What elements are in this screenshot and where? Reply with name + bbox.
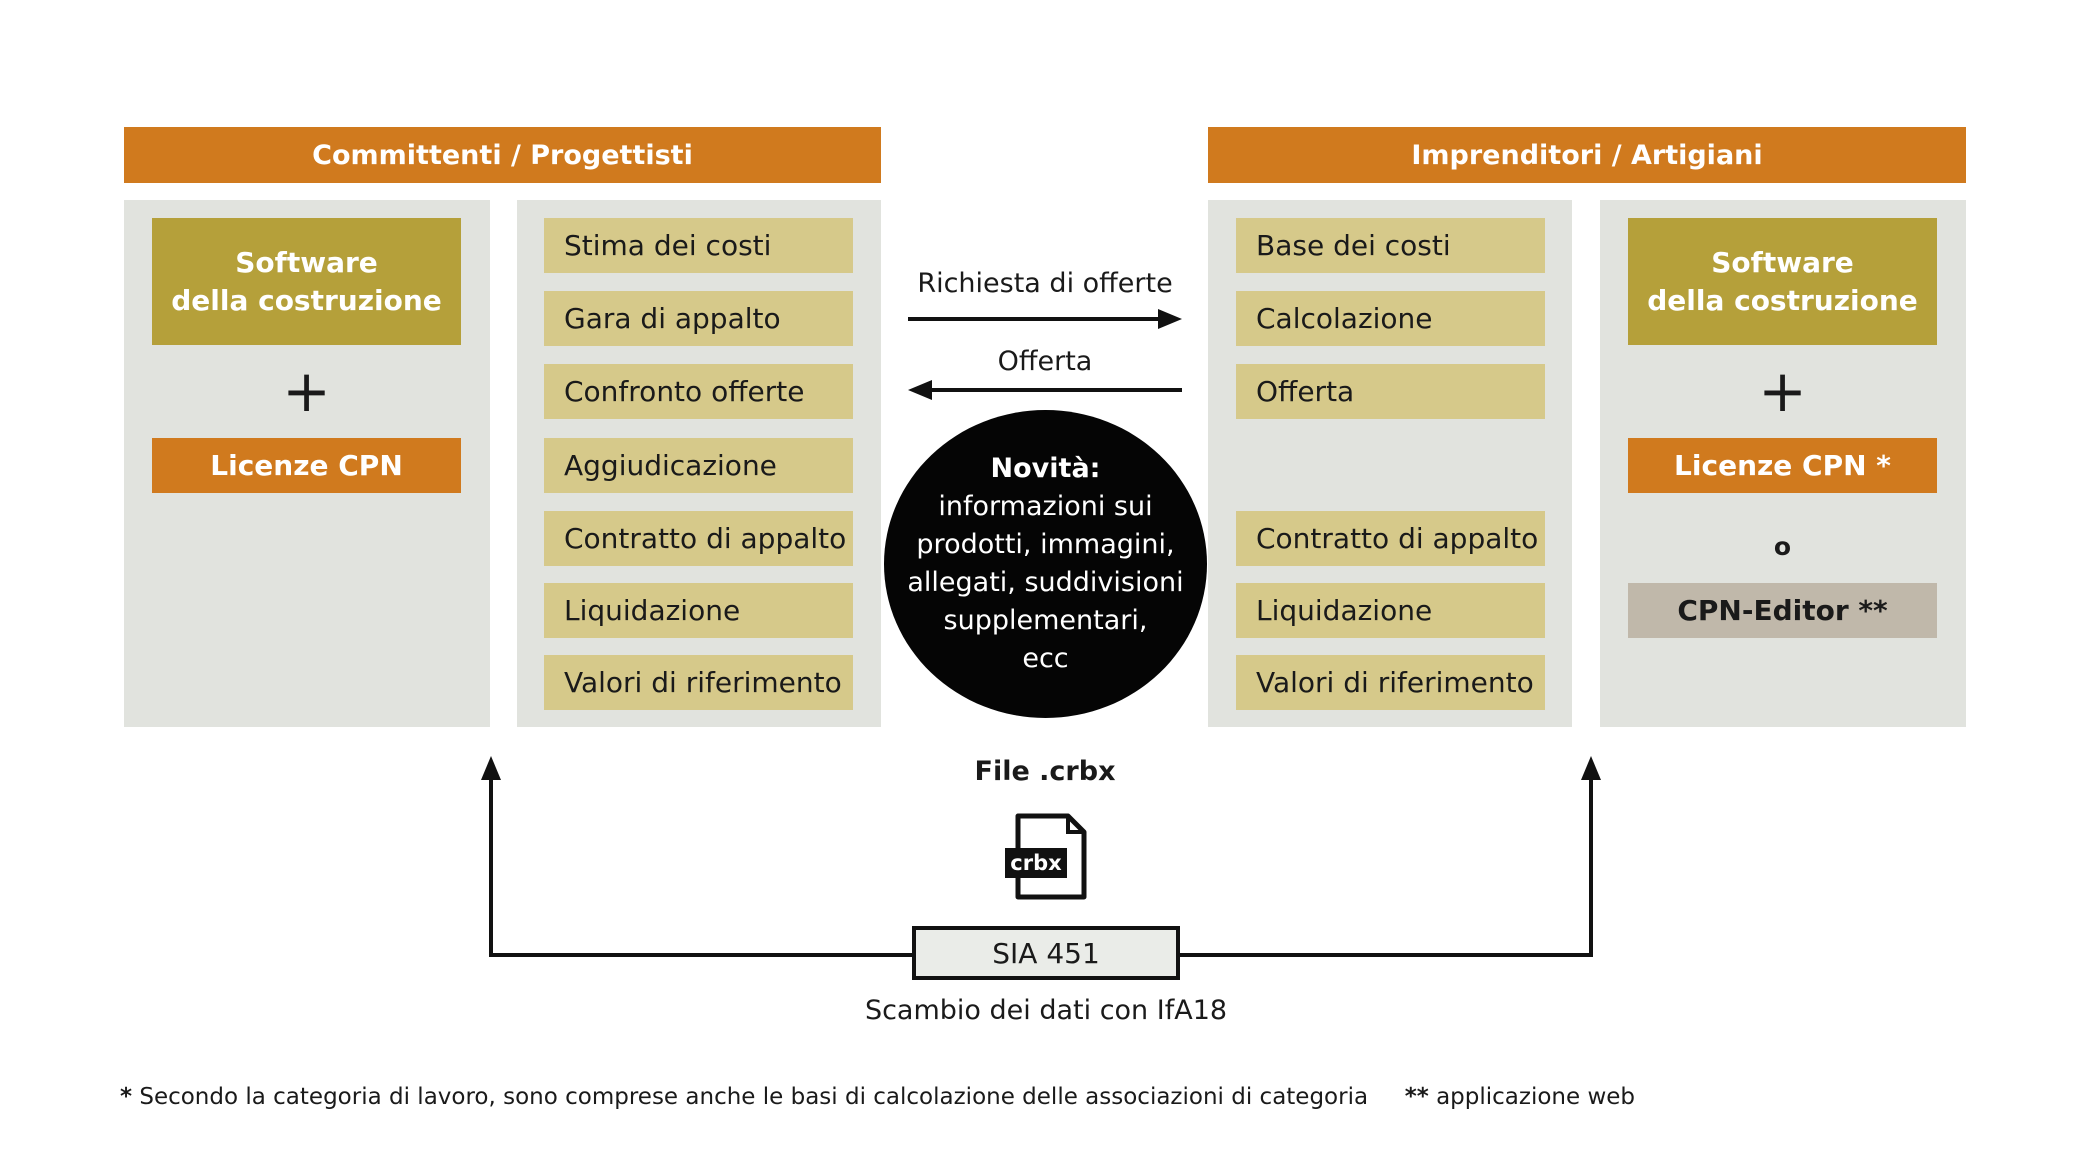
right-item-label: Calcolazione [1256, 302, 1433, 335]
exchange-label: Scambio dei dati con IfA18 [864, 995, 1228, 1026]
cpn-editor-text: CPN-Editor ** [1677, 594, 1888, 627]
file-label: File .crbx [974, 756, 1116, 787]
left-item-label: Gara di appalto [564, 302, 781, 335]
right-plus-icon: + [1758, 357, 1807, 425]
right-item-label: Base dei costi [1256, 229, 1451, 262]
left-item-label: Stima dei costi [564, 229, 772, 262]
right-software-line2: della costruzione [1647, 283, 1918, 317]
right-item-valori: Valori di riferimento [1236, 655, 1545, 710]
left-header-text: Committenti / Progettisti [312, 139, 693, 171]
left-return-arrow-head [481, 756, 501, 780]
left-item-stima: Stima dei costi [544, 218, 853, 273]
crbx-file-icon [1005, 813, 1087, 900]
right-item-calcolazione: Calcolazione [1236, 291, 1545, 346]
novelty-line: allegati, suddivisioni [907, 567, 1184, 598]
left-plus-icon: + [282, 357, 331, 425]
footnotes: * Secondo la categoria di lavoro, sono c… [120, 1084, 2020, 1110]
right-return-line [1178, 778, 1593, 957]
left-item-confronto: Confronto offerte [544, 364, 853, 419]
novelty-line: prodotti, immagini, [916, 529, 1175, 560]
sia-box: SIA 451 [912, 926, 1180, 980]
left-item-label: Liquidazione [564, 594, 741, 627]
novelty-line: ecc [1022, 643, 1069, 674]
left-item-label: Aggiudicazione [564, 449, 777, 482]
left-license-text: Licenze CPN [210, 449, 403, 482]
right-item-label: Contratto di appalto [1256, 522, 1539, 555]
crbx-icon-text: crbx [1010, 851, 1062, 875]
novelty-line: supplementari, [943, 605, 1148, 636]
left-software-line1: Software [235, 245, 378, 279]
right-software-line1: Software [1711, 245, 1854, 279]
novelty-line: informazioni sui [938, 491, 1153, 522]
sia-label: SIA 451 [992, 936, 1100, 970]
novelty-title: Novità: [990, 453, 1101, 484]
right-item-base: Base dei costi [1236, 218, 1545, 273]
right-item-label: Offerta [1256, 375, 1355, 408]
footnote2-text: applicazione web [1436, 1084, 1636, 1110]
novelty-circle: Novità: informazioni sui prodotti, immag… [884, 410, 1207, 718]
left-header: Committenti / Progettisti [124, 127, 881, 183]
request-arrow-head [1158, 309, 1182, 329]
offer-label: Offerta [997, 346, 1093, 377]
left-license-box: Licenze CPN [152, 438, 461, 493]
left-item-label: Confronto offerte [564, 375, 805, 408]
left-item-valori: Valori di riferimento [544, 655, 853, 710]
footnote1-text: Secondo la categoria di lavoro, sono com… [139, 1084, 1369, 1110]
left-item-liquidazione: Liquidazione [544, 583, 853, 638]
right-license-text: Licenze CPN * [1674, 449, 1891, 482]
left-item-label: Valori di riferimento [564, 666, 842, 699]
request-label: Richiesta di offerte [917, 268, 1173, 299]
right-item-contratto: Contratto di appalto [1236, 511, 1545, 566]
left-software-box: Software della costruzione [152, 218, 461, 345]
right-item-offerta: Offerta [1236, 364, 1545, 419]
cpn-editor-box: CPN-Editor ** [1628, 583, 1937, 638]
right-return-arrow-head [1581, 756, 1601, 780]
right-item-label: Liquidazione [1256, 594, 1433, 627]
left-return-line [489, 778, 914, 957]
right-item-liquidazione: Liquidazione [1236, 583, 1545, 638]
offer-arrow-head [908, 380, 932, 400]
right-software-box: Software della costruzione [1628, 218, 1937, 345]
left-item-aggiudicazione: Aggiudicazione [544, 438, 853, 493]
right-header-text: Imprenditori / Artigiani [1411, 139, 1763, 171]
right-item-label: Valori di riferimento [1256, 666, 1534, 699]
left-software-line2: della costruzione [171, 283, 442, 317]
left-item-label: Contratto di appalto [564, 522, 847, 555]
footnote2-mark: ** [1404, 1084, 1429, 1110]
right-header: Imprenditori / Artigiani [1208, 127, 1966, 183]
footnote1-mark: * [120, 1084, 133, 1110]
left-item-contratto: Contratto di appalto [544, 511, 853, 566]
right-process-panel [1208, 200, 1572, 727]
or-label: o [1773, 532, 1792, 561]
right-license-box: Licenze CPN * [1628, 438, 1937, 493]
left-item-gara: Gara di appalto [544, 291, 853, 346]
